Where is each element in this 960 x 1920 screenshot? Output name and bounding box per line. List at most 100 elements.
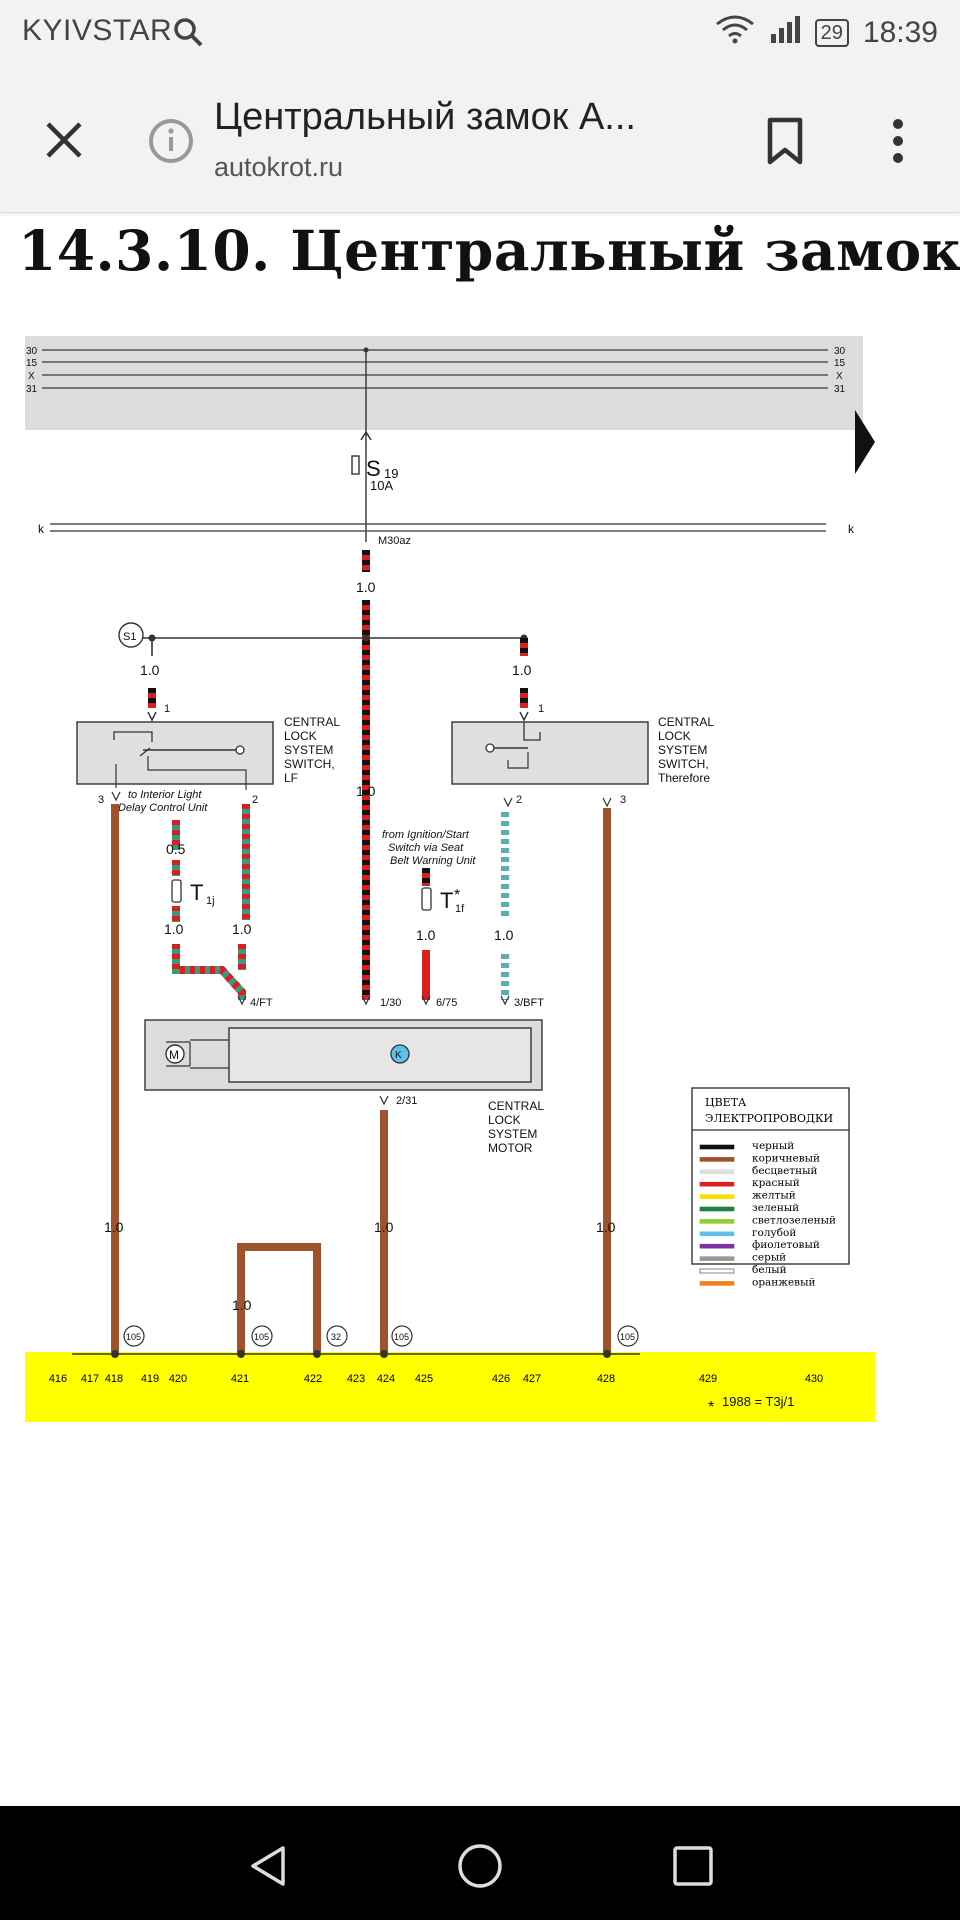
legend-swatch	[699, 1169, 735, 1175]
switch-rf-label: LOCK	[658, 729, 691, 743]
s1-label: S1	[123, 631, 136, 643]
wire-gauge: 1.0	[356, 783, 376, 799]
legend-swatch	[699, 1281, 735, 1286]
close-icon[interactable]	[40, 116, 88, 164]
navigation-bar	[0, 1806, 960, 1920]
wire-gauge: 1.0	[512, 662, 532, 678]
ground-band	[25, 1352, 875, 1422]
wire-gauge: 1.0	[374, 1219, 394, 1235]
wire-gauge: 1.0	[104, 1219, 124, 1235]
power-bus-lines	[42, 349, 828, 389]
legend-label: коричневый	[752, 1152, 820, 1164]
legend-label: фиолетовый	[752, 1239, 820, 1251]
motor-k-label: K	[395, 1050, 402, 1061]
motor-m-symbol	[165, 1044, 185, 1064]
wire-gauge: 1.0	[140, 662, 160, 678]
motor-m-label: M	[169, 1048, 179, 1062]
bottom-number: 423	[347, 1373, 365, 1385]
legend-label: бесцветный	[752, 1165, 817, 1177]
switch-lf-label: LOCK	[284, 729, 317, 743]
bus-label-left: 31	[26, 384, 38, 395]
fuse-s19	[351, 455, 360, 475]
connector-t1f	[421, 887, 432, 911]
page-title[interactable]: Центральный замок А...	[214, 96, 636, 138]
bottom-number: 425	[415, 1373, 433, 1385]
connector-t1f-star: *	[454, 887, 460, 904]
more-options-icon[interactable]	[878, 114, 918, 168]
switch-rf-box	[451, 721, 649, 785]
bottom-number: 417	[81, 1373, 99, 1385]
wire-color-legend: ЦВЕТА ЭЛЕКТРОПРОВОДКИ черныйкоричневыйбе…	[691, 1087, 850, 1288]
battery-icon: 29	[814, 19, 849, 47]
back-icon[interactable]	[240, 1838, 296, 1894]
browser-toolbar: Центральный замок А... autokrot.ru	[0, 66, 960, 213]
bottom-number: 429	[699, 1373, 717, 1385]
switch-lf-label: LF	[284, 771, 298, 785]
m30az-label: M30az	[378, 535, 411, 547]
recents-icon[interactable]	[665, 1838, 721, 1894]
wire-gauge: 1.0	[164, 921, 184, 937]
bottom-number: 418	[105, 1373, 123, 1385]
info-icon[interactable]	[146, 116, 196, 166]
bottom-number: 420	[169, 1373, 187, 1385]
legend-swatch	[699, 1181, 735, 1187]
article-heading: 14.3.10. Центральный замок	[18, 218, 960, 283]
switch-rf-label: SWITCH,	[658, 757, 709, 771]
legend-swatch	[699, 1157, 735, 1162]
home-icon[interactable]	[452, 1838, 508, 1894]
ground-mark-label: 105	[620, 1332, 635, 1342]
legend-items: черныйкоричневыйбесцветныйкрасныйжелтыйз…	[699, 1140, 836, 1288]
bottom-number: 424	[377, 1373, 395, 1385]
pin-label: 3	[620, 794, 626, 806]
bus-label-right: 31	[834, 384, 846, 395]
bus-label-right: X	[836, 371, 843, 382]
legend-swatch	[699, 1219, 735, 1224]
ground-mark-label: 32	[331, 1332, 341, 1342]
wire-gauge: 1.0	[596, 1219, 616, 1235]
wire-gauge: 0.5	[166, 841, 186, 857]
s1-node	[118, 622, 144, 648]
motor-label: SYSTEM	[488, 1127, 537, 1141]
connector-t1j	[171, 879, 182, 903]
legend-label: черный	[752, 1140, 794, 1152]
k-label-right: k	[848, 522, 855, 536]
ground-mark	[391, 1325, 413, 1347]
bookmark-icon[interactable]	[760, 114, 810, 168]
bottom-number: 428	[597, 1373, 615, 1385]
bottom-number: 419	[141, 1373, 159, 1385]
page-domain[interactable]: autokrot.ru	[214, 152, 344, 182]
ignition-note: Belt Warning Unit	[390, 855, 476, 867]
legend-label: желтый	[752, 1190, 796, 1202]
legend-label: белый	[752, 1264, 787, 1276]
k-label-left: k	[38, 522, 45, 536]
connector-t1f-sub: 1f	[455, 903, 465, 915]
ground-mark-label: 105	[126, 1332, 141, 1342]
next-page-arrow	[855, 410, 875, 474]
pin-label: 2	[516, 794, 522, 806]
switch-rf-label: SYSTEM	[658, 743, 707, 757]
pin-label: 1	[164, 703, 170, 715]
pin-label: 4/FT	[250, 997, 273, 1009]
clock: 18:39	[862, 16, 938, 49]
legend-title: ЭЛЕКТРОПРОВОДКИ	[705, 1112, 833, 1125]
ground-mark	[617, 1325, 639, 1347]
legend-swatch	[699, 1256, 735, 1261]
wire-gauge: 1.0	[232, 921, 252, 937]
status-bar: KYIVSTAR 29 18:39	[0, 0, 960, 66]
footnote-star: *	[708, 1399, 714, 1416]
power-bus-band	[25, 336, 863, 430]
wire-gauge: 1.0	[232, 1297, 252, 1313]
pin-label: 6/75	[436, 997, 457, 1009]
legend-title: ЦВЕТА	[705, 1096, 747, 1109]
pin-label: 2	[252, 794, 258, 806]
legend-label: красный	[752, 1177, 800, 1189]
bus-label-right: 15	[834, 358, 846, 369]
signal-icon	[769, 14, 801, 52]
bus-label-left: X	[28, 371, 35, 382]
legend-label: зеленый	[752, 1202, 799, 1214]
bottom-number: 427	[523, 1373, 541, 1385]
switch-lf-label: SYSTEM	[284, 743, 333, 757]
pin-label: 3	[98, 794, 104, 806]
wire-gauge: 1.0	[494, 927, 514, 943]
legend-label: серый	[752, 1252, 786, 1264]
